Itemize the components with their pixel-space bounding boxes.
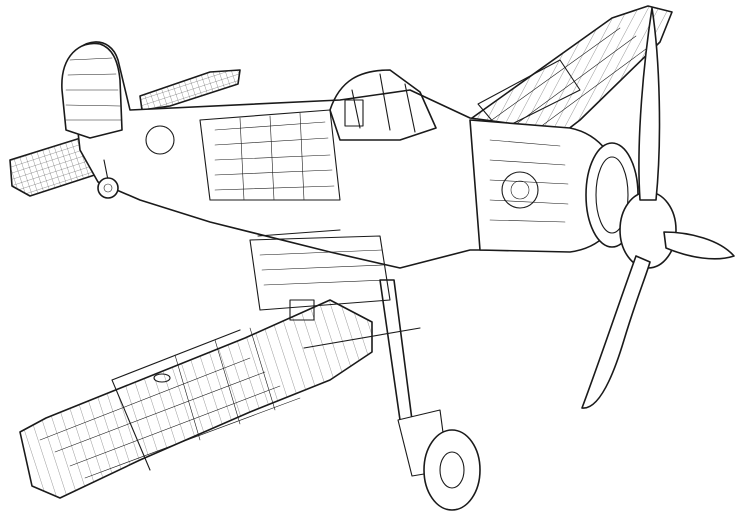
propeller xyxy=(581,7,735,409)
main-landing-gear xyxy=(379,279,481,511)
main-wheel-icon xyxy=(423,429,481,511)
engine-cylinder-icon xyxy=(501,171,539,209)
cockpit-canopy xyxy=(329,69,437,141)
propeller-blade-lower xyxy=(581,255,651,409)
vertical-fin xyxy=(61,42,123,139)
fuselage-cutaway-section xyxy=(199,109,341,201)
landing-gear-strut xyxy=(379,279,413,421)
engine-cowling xyxy=(469,119,639,253)
wing-cannon xyxy=(257,229,421,349)
pilot-seat-icon xyxy=(344,99,364,127)
propeller-blade-right xyxy=(663,231,735,260)
wing-root-structure xyxy=(249,235,391,321)
tail-wheel xyxy=(97,159,119,199)
tail-wheel-bay-icon xyxy=(145,125,175,155)
tail-wheel-icon xyxy=(97,177,119,199)
port-wing xyxy=(19,299,373,499)
ammunition-box-icon xyxy=(289,299,315,321)
wing-fitting-icon xyxy=(153,373,171,383)
propeller-blade-upper xyxy=(638,7,661,201)
propeller-spinner xyxy=(619,191,677,269)
